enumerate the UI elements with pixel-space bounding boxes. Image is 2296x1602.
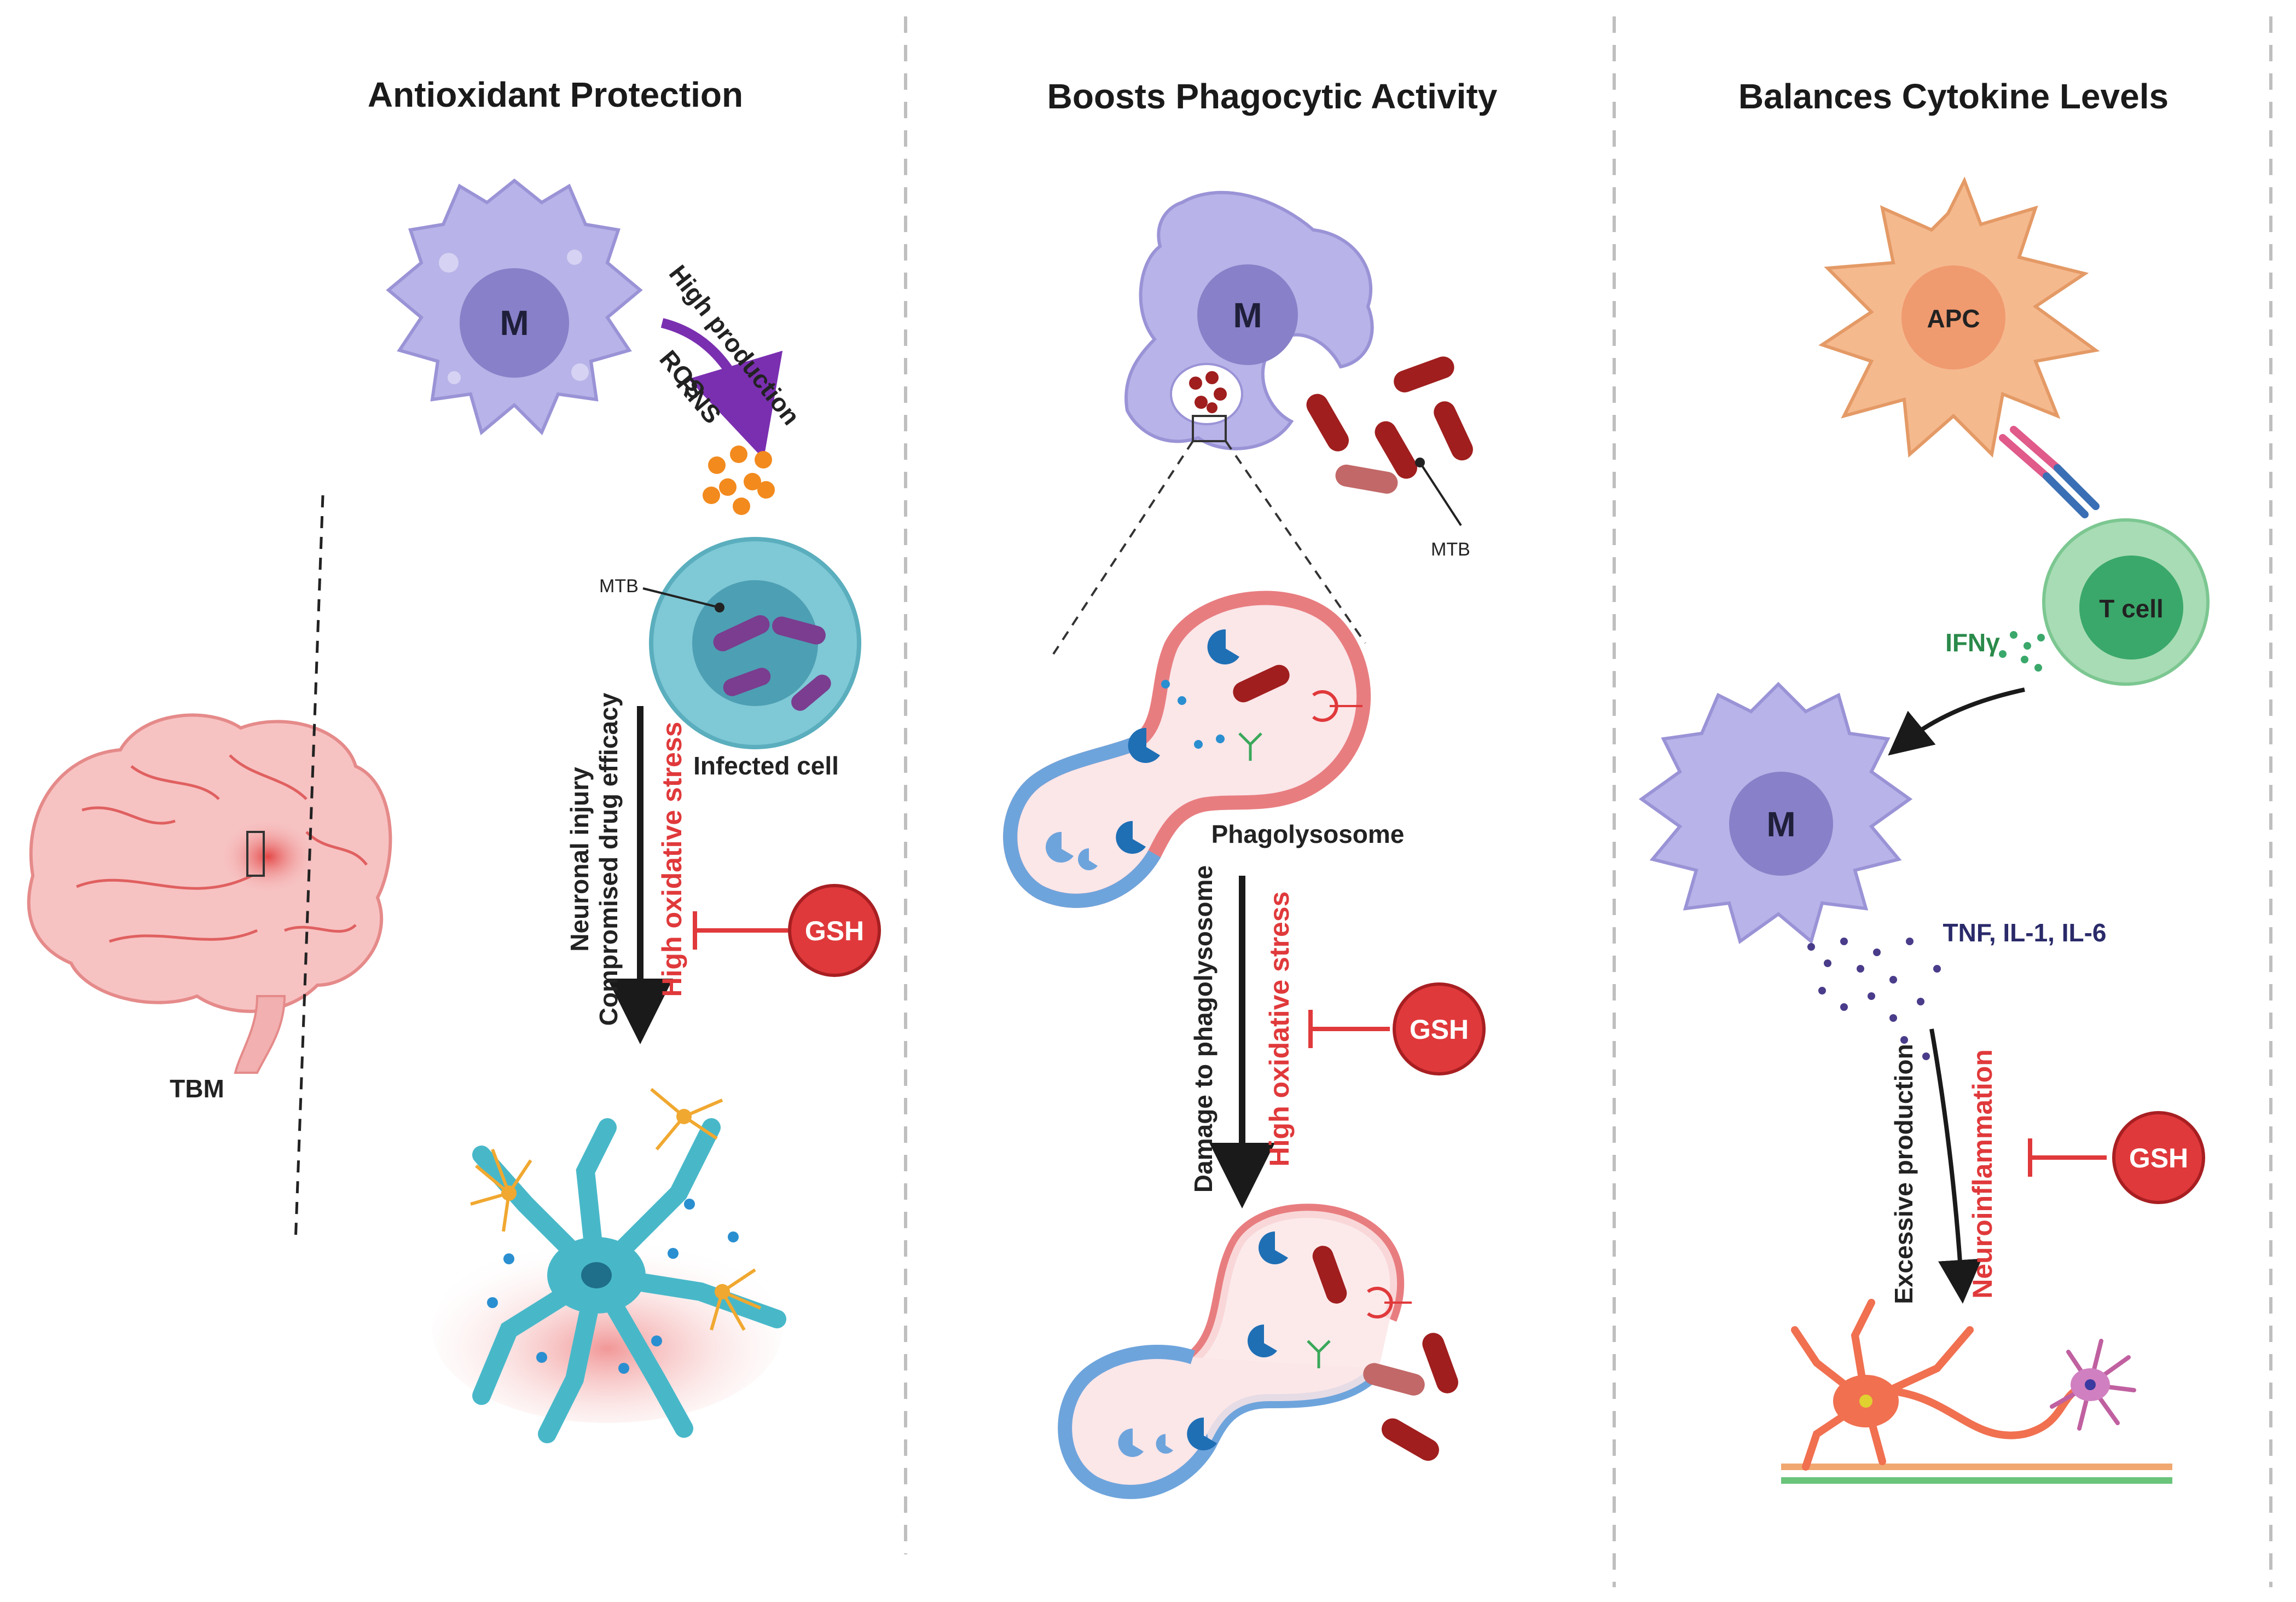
t-cell [2042,518,2210,686]
cytokine-arrow [1929,1028,1982,1304]
neuronal-injury-label: Neuronal injury [565,767,594,952]
infected-cell-label: Infected cell [693,751,839,780]
macrophage-right-label: M [1766,805,1795,844]
apc-cell [1818,176,2100,458]
zoom-line-left [1052,440,1194,655]
mtb-left-label: MTB [599,576,639,597]
zoom-line-right [1225,440,1366,644]
neuron-pair [1781,1299,2172,1484]
macrophage-right [1638,681,1913,945]
gsh-left-badge [788,884,881,977]
infected-cell [649,537,861,749]
mtb-middle-pointer-dot [1415,458,1425,467]
macrophage-left-label: M [500,303,529,343]
left-panel-title: Antioxidant Protection [368,75,743,114]
phagolysosome-top [1003,591,1371,908]
brain-illustration [27,713,392,1074]
production-arrow [660,318,783,459]
excess-label: Excessive production [1889,1044,1918,1304]
tcell-label: T cell [2099,594,2164,623]
mhc-tcr-complex [1999,426,2100,518]
phagolysosome-damaged [1058,1204,1412,1499]
mtb-rods-top [1306,356,1473,494]
macrophage-middle [1124,190,1374,450]
mtb-left-pointer-dot [715,603,724,612]
damage-label: Damage to phagolysosome [1189,865,1217,1193]
apc-label: APC [1927,304,1980,333]
macrophage-left [386,178,643,436]
middle-panel-title: Boosts Phagocytic Activity [1047,77,1498,116]
left-stress-label: High oxidative stress [657,722,687,997]
drug-efficacy-label: Compromised drug efficacy [594,692,623,1026]
cytokines-label: TNF, IL-1, IL-6 [1943,918,2107,947]
mtb-rods-bottom [1363,1333,1458,1461]
cytokine-particles [1807,938,1941,1060]
ifn-arrow [1888,687,2025,756]
phagolysosome-label: Phagolysosome [1211,820,1405,848]
ros-particles [703,446,775,515]
middle-stress-label: High oxidative stress [1264,892,1295,1167]
right-panel-title: Balances Cytokine Levels [1738,77,2169,116]
neuroinflammation-label: Neuroinflammation [1967,1049,1998,1299]
gsh-right-label: GSH [2129,1143,2188,1173]
mtb-middle-label: MTB [1431,539,1470,560]
macrophage-middle-label: M [1233,296,1262,335]
ifn-label: IFNγ [1945,628,2000,657]
gsh-middle-badge [1393,982,1486,1075]
brain-label: TBM [170,1074,224,1103]
damaged-neuron [432,1088,786,1443]
gsh-right-badge [2112,1111,2205,1204]
mtb-left-pointer [642,587,720,609]
ifn-particles [1999,631,2045,672]
mtb-middle-pointer [1419,461,1462,527]
gsh-left-label: GSH [805,916,864,946]
gsh-middle-label: GSH [1410,1014,1469,1045]
